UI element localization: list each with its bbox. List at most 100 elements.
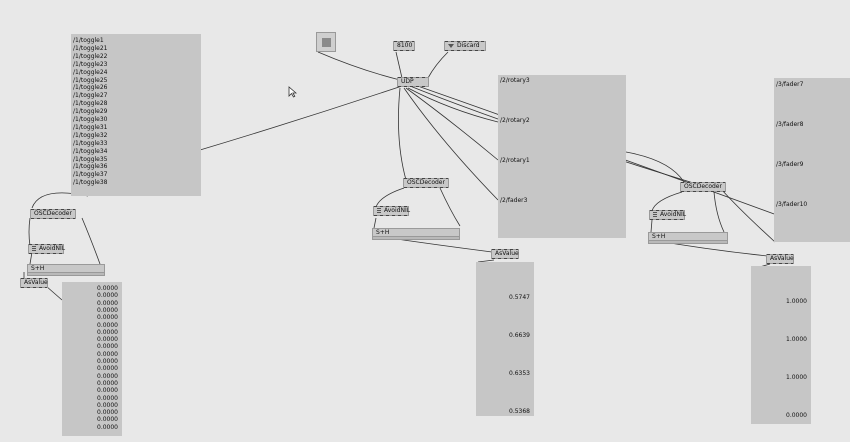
cable: [28, 217, 31, 247]
cable: [427, 51, 449, 79]
address-row: /2/fader3: [500, 197, 528, 204]
avoid-nil-left[interactable]: AvoidNIL: [28, 244, 65, 254]
address-row: /1/toggle36: [73, 163, 108, 171]
discard-dropdown[interactable]: Discard: [444, 41, 486, 51]
s-h-left-bar: [27, 272, 105, 276]
address-row: /1/toggle25: [73, 76, 108, 84]
cable: [373, 217, 377, 229]
address-row: /1/toggle21: [73, 44, 108, 52]
address-row: /2/rotary2: [500, 117, 530, 124]
value-cell: 0.0000: [97, 423, 118, 431]
as-value-left[interactable]: AsValue: [20, 278, 48, 288]
value-cell: 0.0000: [97, 285, 118, 292]
value-cell: 0.0000: [97, 314, 118, 322]
cable: [395, 51, 403, 79]
osc-decoder-left[interactable]: OSCDecoder: [30, 209, 76, 219]
value-list-right: 1.0000 1.0000 1.0000 0.0000: [751, 266, 811, 424]
address-row: /1/toggle26: [73, 84, 108, 92]
value-cell: 0.0000: [97, 336, 118, 344]
avoid-nil-right[interactable]: AvoidNIL: [649, 210, 686, 220]
address-row: /1/toggle33: [73, 139, 108, 147]
address-row: /3/fader8: [776, 121, 804, 128]
as-value-right[interactable]: AsValue: [766, 254, 794, 264]
value-cell: 0.0000: [97, 387, 118, 395]
value-cell: 1.0000: [786, 298, 807, 305]
cable: [45, 285, 63, 301]
cable: [713, 191, 725, 233]
value-cell: 0.6639: [509, 332, 530, 339]
value-cell: 1.0000: [786, 336, 807, 343]
value-cell: 0.0000: [97, 343, 118, 351]
toggle-address-list[interactable]: /1/toggle1/1/toggle21/1/toggle22/1/toggl…: [71, 34, 201, 196]
address-row: /1/toggle22: [73, 52, 108, 60]
cable: [317, 51, 401, 81]
value-cell: 0.0000: [97, 292, 118, 300]
address-row: /1/toggle24: [73, 68, 108, 76]
port-number-box[interactable]: 8100: [393, 41, 415, 51]
toggle-square: [322, 38, 331, 47]
value-cell: 0.6353: [509, 370, 530, 377]
address-row: /1/toggle32: [73, 131, 108, 139]
avoid-nil-mid[interactable]: AvoidNIL: [373, 206, 410, 216]
cable: [405, 87, 499, 161]
udp-node[interactable]: UDP: [397, 77, 429, 87]
address-row: /1/toggle37: [73, 171, 108, 179]
osc-decoder-mid[interactable]: OSCDecoder: [403, 178, 449, 188]
value-cell: 1.0000: [786, 374, 807, 381]
value-cell: 0.5747: [509, 294, 530, 301]
value-cell: 0.0000: [97, 401, 118, 409]
value-cell: 0.0000: [97, 350, 118, 358]
value-cell: 0.0000: [97, 365, 118, 373]
mouse-cursor-icon: [288, 86, 297, 98]
cable: [199, 85, 403, 151]
address-row: /1/toggle29: [73, 108, 108, 116]
address-row: /1/toggle30: [73, 116, 108, 123]
address-row: /3/fader9: [776, 161, 804, 168]
value-cell: 0.0000: [97, 321, 118, 329]
as-value-mid[interactable]: AsValue: [491, 249, 519, 259]
address-row: /2/rotary1: [500, 157, 530, 164]
address-row: /1/toggle31: [73, 123, 108, 131]
value-cell: 0.0000: [97, 299, 118, 307]
cable: [650, 219, 653, 233]
address-row: /1/toggle35: [73, 155, 108, 163]
cable: [375, 187, 405, 208]
value-list-mid: 0.5747 0.6639 0.6353 0.5368: [476, 262, 534, 416]
address-row: /3/fader7: [776, 81, 804, 88]
address-row: /1/toggle23: [73, 60, 108, 68]
address-row: /3/fader10: [776, 201, 808, 208]
drag-handle-icon: [653, 212, 657, 217]
cable: [407, 87, 499, 123]
value-cell: 0.0000: [97, 358, 118, 365]
fader-address-panel[interactable]: /3/fader7/3/fader8/3/fader9/3/fader10: [774, 78, 850, 242]
address-row: /1/toggle38: [73, 179, 108, 187]
osc-decoder-right[interactable]: OSCDecoder: [680, 182, 726, 192]
address-row: /1/toggle28: [73, 100, 108, 108]
cable: [439, 187, 461, 227]
value-cell: 0.5368: [509, 408, 530, 415]
s-h-right-bar: [648, 240, 728, 244]
value-cell: 0.0000: [97, 409, 118, 417]
drag-handle-icon: [377, 208, 381, 213]
address-row: /1/toggle1: [73, 37, 104, 44]
address-row: /2/rotary3: [500, 77, 530, 84]
cable: [625, 151, 685, 183]
cable: [398, 87, 407, 181]
s-h-mid-bar: [372, 236, 460, 240]
cable: [651, 191, 683, 212]
address-row: /1/toggle27: [73, 92, 108, 100]
address-row: /1/toggle34: [73, 147, 108, 155]
value-cell: 0.0000: [97, 328, 118, 336]
dropdown-arrow-icon: [448, 43, 454, 48]
drag-handle-icon: [32, 246, 36, 251]
rotary-address-panel[interactable]: /2/rotary3/2/rotary2/2/rotary1/2/fader3: [498, 75, 626, 238]
value-cell: 0.0000: [97, 394, 118, 402]
value-cell: 0.0000: [97, 372, 118, 380]
value-cell: 0.0000: [786, 412, 807, 419]
value-cell: 0.0000: [97, 306, 118, 314]
cable: [81, 217, 101, 265]
value-cell: 0.0000: [97, 416, 118, 424]
bang-toggle[interactable]: [316, 32, 336, 52]
value-cell: 0.0000: [97, 379, 118, 387]
